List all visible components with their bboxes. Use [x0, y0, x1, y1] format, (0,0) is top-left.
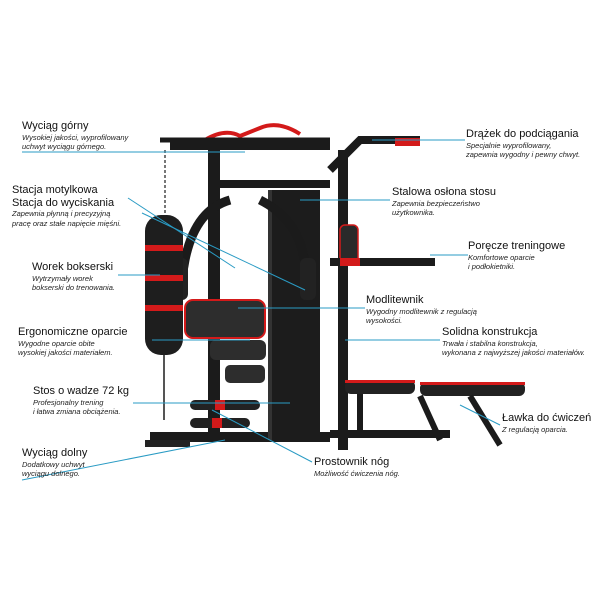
upper-pulley-desc-1: Wysokiej jakości, wyprofilowany	[22, 132, 129, 142]
pad-title: Modlitewnik	[366, 294, 424, 306]
stack-cover-edge	[268, 190, 272, 440]
base-bar	[150, 432, 330, 442]
bench-back-edge	[420, 382, 525, 385]
cover-desc-1: Zapewnia bezpieczeństwo	[392, 198, 480, 208]
cover-desc-2: użytkownika.	[392, 208, 435, 218]
dip-desc-1: Komfortowe oparcie	[468, 252, 535, 262]
bag-desc-2: bokserski do trenowania.	[32, 283, 115, 293]
label-boxing-bag: Worek bokserski Wytrzymały worek boksers…	[32, 261, 115, 293]
label-butterfly-pad: Modlitewnik Wygodny modlitewnik z regula…	[366, 294, 477, 326]
label-leg-extension: Prostownik nóg Możliwość ćwiczenia nóg.	[314, 456, 400, 478]
label-upper-pulley: Wyciąg górny Wysokiej jakości, wyprofilo…	[22, 120, 128, 152]
leg-title: Prostownik nóg	[314, 456, 390, 468]
pullup-desc-2: zapewnia wygodny i pewny chwyt.	[466, 150, 581, 160]
callout-butterfly	[127, 197, 236, 269]
leg-desc-1: Możliwość ćwiczenia nóg.	[314, 468, 400, 478]
weight-desc-2: i łatwa zmiana obciążenia.	[33, 407, 121, 417]
dip-desc-2: i podłokietniki.	[468, 262, 516, 272]
callout-press	[141, 212, 306, 291]
dip-handle-grip	[340, 258, 360, 266]
bag-desc-1: Wytrzymały worek	[32, 273, 93, 283]
boxing-bag	[145, 215, 183, 355]
pad-desc-1: Wygodny modlitewnik z regulacją	[366, 306, 477, 316]
callout-bench	[459, 404, 501, 426]
butterfly-title: Stacja motylkowa	[12, 184, 98, 196]
bench-foot	[330, 430, 450, 438]
seat-pad-lower	[225, 365, 265, 383]
upper-pulley-handle	[203, 123, 302, 142]
leg-roller-top-band	[215, 400, 225, 410]
press-desc-1: Zapewnia płynną i precyzyjną	[12, 209, 111, 219]
label-pullup-bar: Drążek do podciągania Specjalnie wyprofi…	[466, 128, 580, 160]
backrest-title: Ergonomiczne oparcie	[18, 326, 128, 338]
lower-pulley-title: Wyciąg dolny	[22, 447, 88, 459]
lower-pulley-desc-1: Dodatkowy uchwyt	[22, 459, 85, 469]
upper-pulley-desc-2: uchwyt wyciągu górnego.	[22, 142, 107, 152]
label-bench: Ławka do ćwiczeń Z regulacją oparcia.	[502, 412, 591, 434]
pullup-desc-1: Specjalnie wyprofilowany,	[466, 140, 552, 150]
bench-seat-edge	[345, 380, 415, 383]
bag-band-1	[145, 245, 183, 251]
label-lower-pulley: Wyciąg dolny Dodatkowy uchwyt wyciągu do…	[22, 447, 87, 479]
leg-roller-bottom-band	[212, 418, 222, 428]
upper-pulley-title: Wyciąg górny	[22, 120, 89, 132]
label-steel-cover: Stalowa osłona stosu Zapewnia bezpieczeń…	[392, 186, 496, 218]
butterfly-pad-right	[300, 258, 316, 300]
callout-leg	[211, 409, 313, 463]
press-desc-2: pracę oraz stałe napięcie mięśni.	[12, 219, 122, 229]
backrest-pad	[184, 299, 266, 339]
press-title: Stacja do wyciskania	[12, 196, 115, 209]
bag-title: Worek bokserski	[32, 261, 114, 273]
lower-pulley-desc-2: wyciągu dolnego.	[22, 469, 80, 479]
backrest-desc-2: wysokiej jakości materiałem.	[18, 348, 113, 358]
callout-lower-pulley	[21, 439, 226, 481]
bench-back	[420, 382, 525, 396]
construction-desc-1: Trwała i stabilna konstrukcja,	[442, 338, 538, 348]
bench-title: Ławka do ćwiczeń	[502, 412, 592, 424]
bench-seat	[345, 380, 415, 394]
label-weight-stack: Stos o wadze 72 kg Profesjonalny trening…	[33, 385, 129, 417]
label-butterfly-press: Stacja motylkowa Stacja do wyciskania Za…	[12, 184, 121, 229]
label-backrest: Ergonomiczne oparcie Wygodne oparcie obi…	[18, 326, 127, 358]
dip-title: Poręcze treningowe	[468, 240, 566, 252]
cover-title: Stalowa osłona stosu	[392, 186, 496, 198]
pullup-title: Drążek do podciągania	[466, 128, 579, 140]
top-cross	[220, 180, 330, 188]
backrest-desc-1: Wygodne oparcie obite	[18, 338, 95, 348]
bag-band-2	[145, 275, 183, 281]
label-construction: Solidna konstrukcja Trwała i stabilna ko…	[442, 326, 585, 358]
label-dip-handles: Poręcze treningowe Komfortowe oparcie i …	[468, 240, 565, 272]
pullup-grip	[395, 138, 420, 146]
weight-title: Stos o wadze 72 kg	[33, 385, 130, 397]
top-beam	[170, 140, 330, 150]
pad-desc-2: wysokości.	[366, 316, 403, 326]
weight-desc-1: Profesjonalny trening	[33, 397, 104, 407]
bench-desc-1: Z regulacją oparcia.	[502, 424, 568, 434]
bag-band-3	[145, 305, 183, 311]
main-column	[208, 150, 220, 440]
base-bar-left	[145, 440, 190, 447]
press-arm-right	[257, 195, 310, 266]
seat-pad	[210, 340, 266, 360]
construction-desc-2: wykonana z najwyższej jakości materiałów…	[442, 348, 585, 358]
construction-title: Solidna konstrukcja	[442, 326, 538, 338]
dip-handles	[330, 258, 435, 266]
press-arm-left	[173, 195, 232, 301]
right-tower	[338, 150, 348, 450]
